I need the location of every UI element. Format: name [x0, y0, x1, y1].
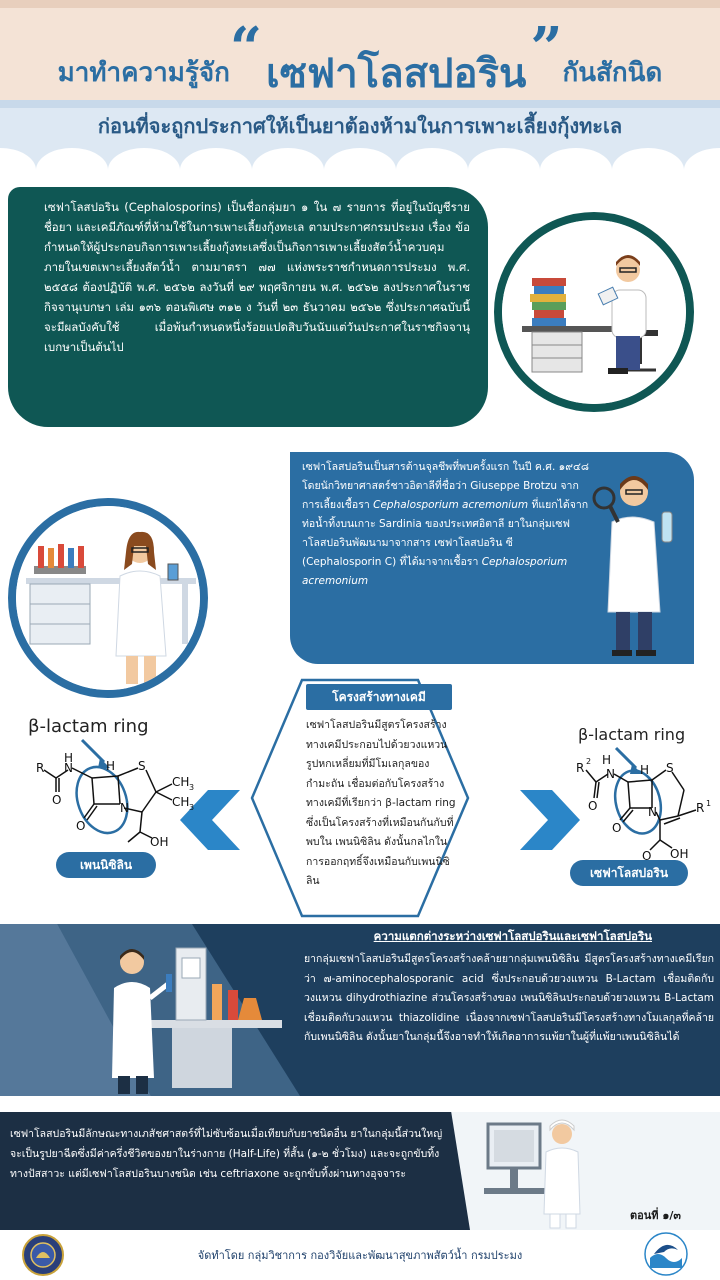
history-text-2: ที่แยกได้จากท่อน้ำทิ้งบนเกาะ Sardinia ขอ…	[302, 499, 589, 568]
svg-text:O: O	[52, 793, 61, 807]
beta-lactam-ring-highlight	[75, 765, 129, 835]
scallop	[108, 148, 180, 170]
svg-text:CH: CH	[172, 795, 189, 809]
penicillin-label: เพนนิซิลิน	[56, 852, 156, 878]
cephalosporin-structure: β-lactam ring R 2 H N H S N O O R	[576, 725, 711, 863]
svg-text:H: H	[602, 753, 611, 767]
penicillin-ring-label: β-lactam ring	[28, 716, 149, 737]
organism-name-2: Cephalosporium acremonium	[302, 556, 568, 587]
title-close-quote: ”	[530, 15, 563, 81]
title-main: เซฟาโลสปอริน	[266, 51, 527, 97]
svg-text:3: 3	[189, 803, 194, 812]
svg-text:H: H	[106, 759, 115, 773]
svg-text:N: N	[64, 761, 73, 775]
scallop	[684, 148, 720, 170]
magnifier-scientist-illustration	[582, 462, 692, 658]
chevron-left-icon	[180, 790, 240, 850]
chemistry-hexagon-frame	[250, 678, 470, 918]
svg-text:R: R	[696, 801, 704, 815]
reading-scientist-illustration	[494, 212, 694, 412]
svg-text:R: R	[36, 761, 44, 775]
svg-text:3: 3	[189, 783, 194, 792]
svg-text:O: O	[76, 819, 85, 833]
svg-text:H: H	[64, 751, 73, 765]
lab-bench-illustration	[92, 928, 282, 1096]
difference-text: ยากลุ่มเซฟาโลสปอรินมีสูตรโครงสร้างคล้ายย…	[304, 953, 714, 1043]
svg-text:1: 1	[706, 799, 711, 808]
svg-text:S: S	[666, 761, 674, 775]
footer	[0, 1230, 720, 1280]
svg-text:N: N	[606, 767, 615, 781]
chemistry-text: เซฟาโลสปอรินมีสูตรโครงสร้างทางเคมีประกอบ…	[306, 719, 456, 887]
cephalosporin-ring-label: β-lactam ring	[578, 725, 685, 744]
arrow	[80, 738, 106, 764]
pharmacokinetics-text: เซฟาโลสปอรินมีลักษณะทางเภสัชศาสตร์ที่ไม่…	[10, 1128, 443, 1180]
scallop	[0, 148, 36, 170]
scallop	[252, 148, 324, 170]
svg-text:OH: OH	[670, 847, 688, 861]
chemistry-title: โครงสร้างทางเคมี	[306, 684, 452, 710]
svg-text:H: H	[640, 763, 649, 777]
shrimp-wave-logo	[644, 1232, 688, 1276]
footer-credit: จัดทำโดย กลุ่มวิชาการ กองวิจัยและพัฒนาสุ…	[197, 1249, 523, 1262]
history-text-1: เซฟาโลสปอรินเป็นสารต้านจุลชีพที่พบครั้งแ…	[302, 461, 590, 511]
department-seal-logo	[22, 1234, 64, 1276]
computer-scientist-illustration	[480, 1114, 590, 1230]
lab-scientist-illustration	[8, 498, 208, 698]
svg-text:S: S	[138, 759, 146, 773]
organism-name-1: Cephalosporium acremonium	[373, 499, 529, 511]
svg-text:R: R	[576, 761, 584, 775]
svg-text:O: O	[642, 849, 651, 863]
header-background	[0, 0, 720, 100]
page-title: มาทำความรู้จัก “ เซฟาโลสปอริน ” กันสักนิ…	[0, 14, 720, 94]
title-open-quote: “	[229, 15, 263, 81]
pharmacokinetics-box	[0, 1112, 470, 1230]
page-subtitle: ก่อนที่จะถูกประกาศให้เป็นยาต้องห้ามในการ…	[97, 114, 623, 138]
arrow-head	[98, 758, 110, 768]
svg-text:2: 2	[586, 757, 591, 766]
svg-text:OH: OH	[150, 835, 168, 849]
penicillin-structure: β-lactam ring R H N H S CH 3 CH 3 N	[28, 716, 194, 849]
scallop	[324, 148, 396, 170]
cephalosporin-label: เซฟาโลสปอริน	[570, 860, 688, 886]
scallop	[180, 148, 252, 170]
title-suffix: กันสักนิด	[562, 58, 663, 88]
chevron-right-icon	[520, 790, 580, 850]
intro-text-box: เซฟาโลสปอริน (Cephalosporins) เป็นชื่อกล…	[8, 187, 488, 427]
svg-text:N: N	[648, 805, 657, 819]
scallop	[468, 148, 540, 170]
svg-text:N: N	[120, 801, 129, 815]
scallop	[396, 148, 468, 170]
subtitle-band	[0, 100, 720, 170]
page-number: ตอนที่ ๑/๓	[630, 1209, 681, 1222]
difference-title: ความแตกต่างระหว่างเซฟาโลสปอรินและเซฟาโลส…	[373, 929, 652, 943]
svg-text:O: O	[588, 799, 597, 813]
scallop	[612, 148, 684, 170]
scallop	[540, 148, 612, 170]
beta-lactam-ring-highlight	[613, 769, 663, 835]
title-prefix: มาทำความรู้จัก	[57, 58, 230, 88]
scallop	[36, 148, 108, 170]
svg-text:O: O	[612, 821, 621, 835]
svg-text:CH: CH	[172, 775, 189, 789]
